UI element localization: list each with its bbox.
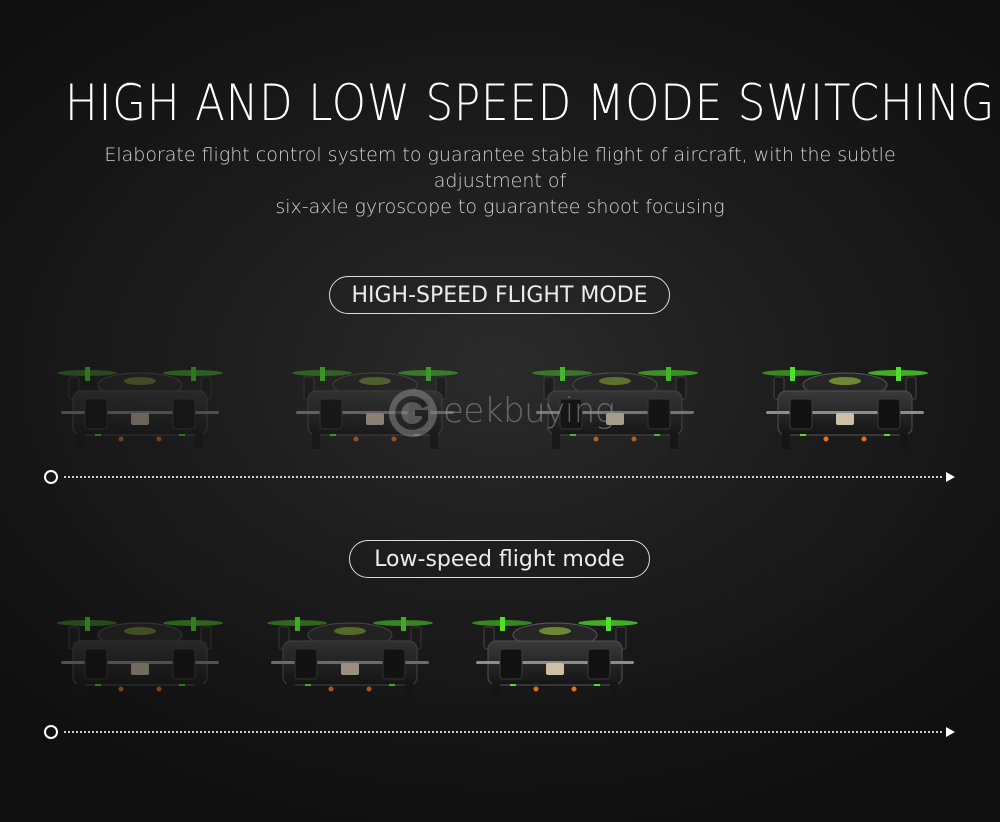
low-speed-mode-label: Low-speed flight mode xyxy=(349,540,650,578)
arrow-right-icon xyxy=(946,727,955,737)
high-speed-track xyxy=(44,469,960,485)
circle-icon xyxy=(44,725,58,739)
low-speed-track xyxy=(44,724,960,740)
watermark-g-icon xyxy=(389,389,437,437)
circle-icon xyxy=(44,470,58,484)
drone-image xyxy=(265,605,435,705)
watermark-text: eekbuying xyxy=(443,391,615,431)
drone-image xyxy=(470,605,640,705)
drone-image xyxy=(55,355,225,455)
dotted-line xyxy=(64,476,942,478)
subtitle-line-1: Elaborate flight control system to guara… xyxy=(104,144,896,192)
watermark-logo: eekbuying xyxy=(385,383,625,443)
high-speed-mode-label: HIGH-SPEED FLIGHT MODE xyxy=(329,276,670,314)
drone-image xyxy=(55,605,225,705)
page-title: HIGH AND LOW SPEED MODE SWITCHING xyxy=(65,74,996,132)
arrow-right-icon xyxy=(946,472,955,482)
drone-image xyxy=(530,355,700,455)
dotted-line xyxy=(64,731,942,733)
subtitle-line-2: six-axle gyroscope to guarantee shoot fo… xyxy=(275,196,725,218)
page-subtitle: Elaborate flight control system to guara… xyxy=(60,142,940,220)
low-speed-drone-row xyxy=(0,600,1000,712)
drone-image xyxy=(760,355,930,455)
